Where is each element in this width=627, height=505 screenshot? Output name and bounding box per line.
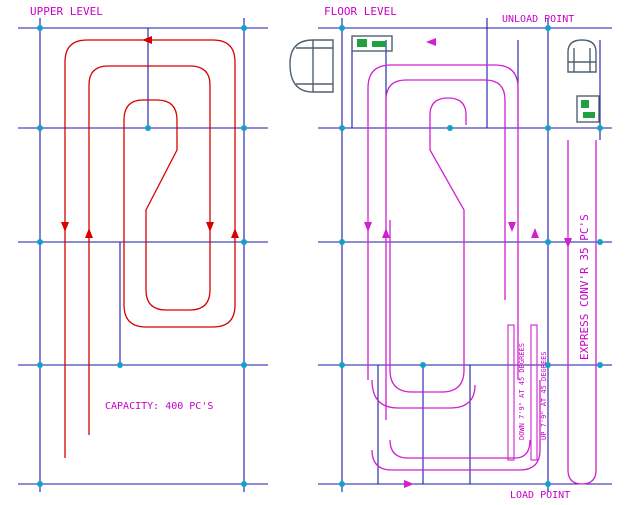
upper-level-conveyor-track (64, 39, 236, 458)
arrow-left-icon (426, 38, 436, 46)
arrow-down-icon (508, 222, 516, 232)
floor-level-panel: FLOOR LEVEL UNLOAD POINT LOAD POINT EXPR… (289, 5, 612, 501)
floor-level-label: FLOOR LEVEL (324, 5, 397, 18)
arrow-down-icon (61, 222, 69, 232)
floor-level-conveyor-track (367, 64, 597, 485)
arrow-up-icon (531, 228, 539, 238)
unload-point-label: UNLOAD POINT (502, 14, 574, 25)
arrow-up-icon (382, 228, 390, 238)
load-point-label: LOAD POINT (510, 490, 570, 501)
floor-level-grid-nodes (339, 25, 603, 487)
up-incline-label: UP 7'9" AT 45 DEGREES (540, 351, 548, 440)
down-incline-label: DOWN 7'9" AT 45 DEGREES (518, 343, 526, 440)
arrow-down-icon (206, 222, 214, 232)
incline-markers (507, 324, 538, 461)
capacity-label: CAPACITY: 400 PC'S (105, 401, 213, 412)
up-incline-marker (530, 324, 538, 461)
floor-level-direction-arrows (364, 38, 572, 488)
arrow-up-icon (231, 228, 239, 238)
upper-level-grid (18, 18, 268, 492)
upper-level-label: UPPER LEVEL (30, 5, 103, 18)
upper-level-panel: UPPER LEVEL CAPACITY: 400 PC'S (18, 5, 268, 492)
express-station-equipment (567, 39, 600, 123)
arrow-down-icon (564, 238, 572, 248)
unload-station-equipment (289, 35, 393, 93)
express-conveyor-label: EXPRESS CONV'R 35 PC'S (578, 214, 591, 360)
arrow-left-icon (142, 36, 152, 44)
upper-level-grid-nodes (37, 25, 247, 487)
upper-level-direction-arrows (61, 36, 239, 238)
arrow-right-icon (404, 480, 414, 488)
arrow-up-icon (85, 228, 93, 238)
arrow-down-icon (364, 222, 372, 232)
down-incline-marker (507, 324, 515, 461)
